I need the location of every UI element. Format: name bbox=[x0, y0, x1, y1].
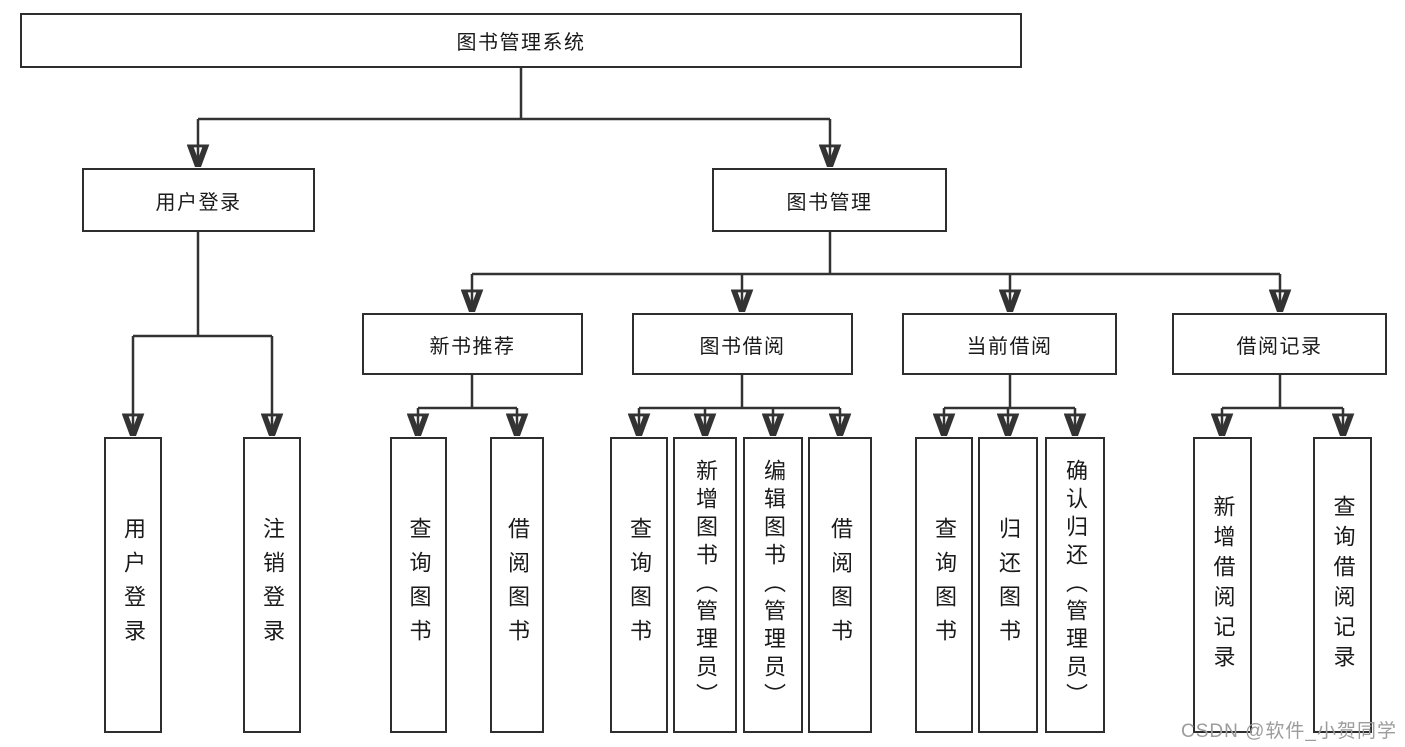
leaf-current-return-books: 归还图书 bbox=[978, 437, 1038, 733]
node-current-borrow: 当前借阅 bbox=[902, 313, 1117, 375]
leaf-current-query-books: 查询图书 bbox=[915, 437, 973, 733]
leaf-newbook-query-books: 查询图书 bbox=[390, 437, 447, 733]
leaf-borrow-edit-books-admin: 编辑图书（管理员） bbox=[743, 437, 803, 733]
node-book-management: 图书管理 bbox=[712, 168, 947, 232]
watermark: CSDN @软件_小贺同学 bbox=[1181, 721, 1397, 742]
leaf-borrow-query-books: 查询图书 bbox=[610, 437, 668, 733]
leaf-current-confirm-return-admin: 确认归还（管理员） bbox=[1045, 437, 1105, 733]
node-new-book-recommend: 新书推荐 bbox=[362, 313, 583, 375]
node-book-borrow: 图书借阅 bbox=[632, 313, 853, 375]
leaf-borrow-borrow-books: 借阅图书 bbox=[808, 437, 872, 733]
node-borrow-records: 借阅记录 bbox=[1172, 313, 1387, 375]
leaf-user-login: 用户登录 bbox=[104, 437, 162, 733]
leaf-newbook-borrow-books: 借阅图书 bbox=[490, 437, 544, 733]
leaf-records-query-record: 查询借阅记录 bbox=[1313, 437, 1372, 733]
node-user-login: 用户登录 bbox=[82, 168, 315, 232]
leaf-logout-login: 注销登录 bbox=[243, 437, 301, 733]
node-library-system: 图书管理系统 bbox=[20, 13, 1022, 68]
leaf-borrow-add-books-admin: 新增图书（管理员） bbox=[673, 437, 737, 733]
leaf-records-add-record: 新增借阅记录 bbox=[1193, 437, 1252, 733]
